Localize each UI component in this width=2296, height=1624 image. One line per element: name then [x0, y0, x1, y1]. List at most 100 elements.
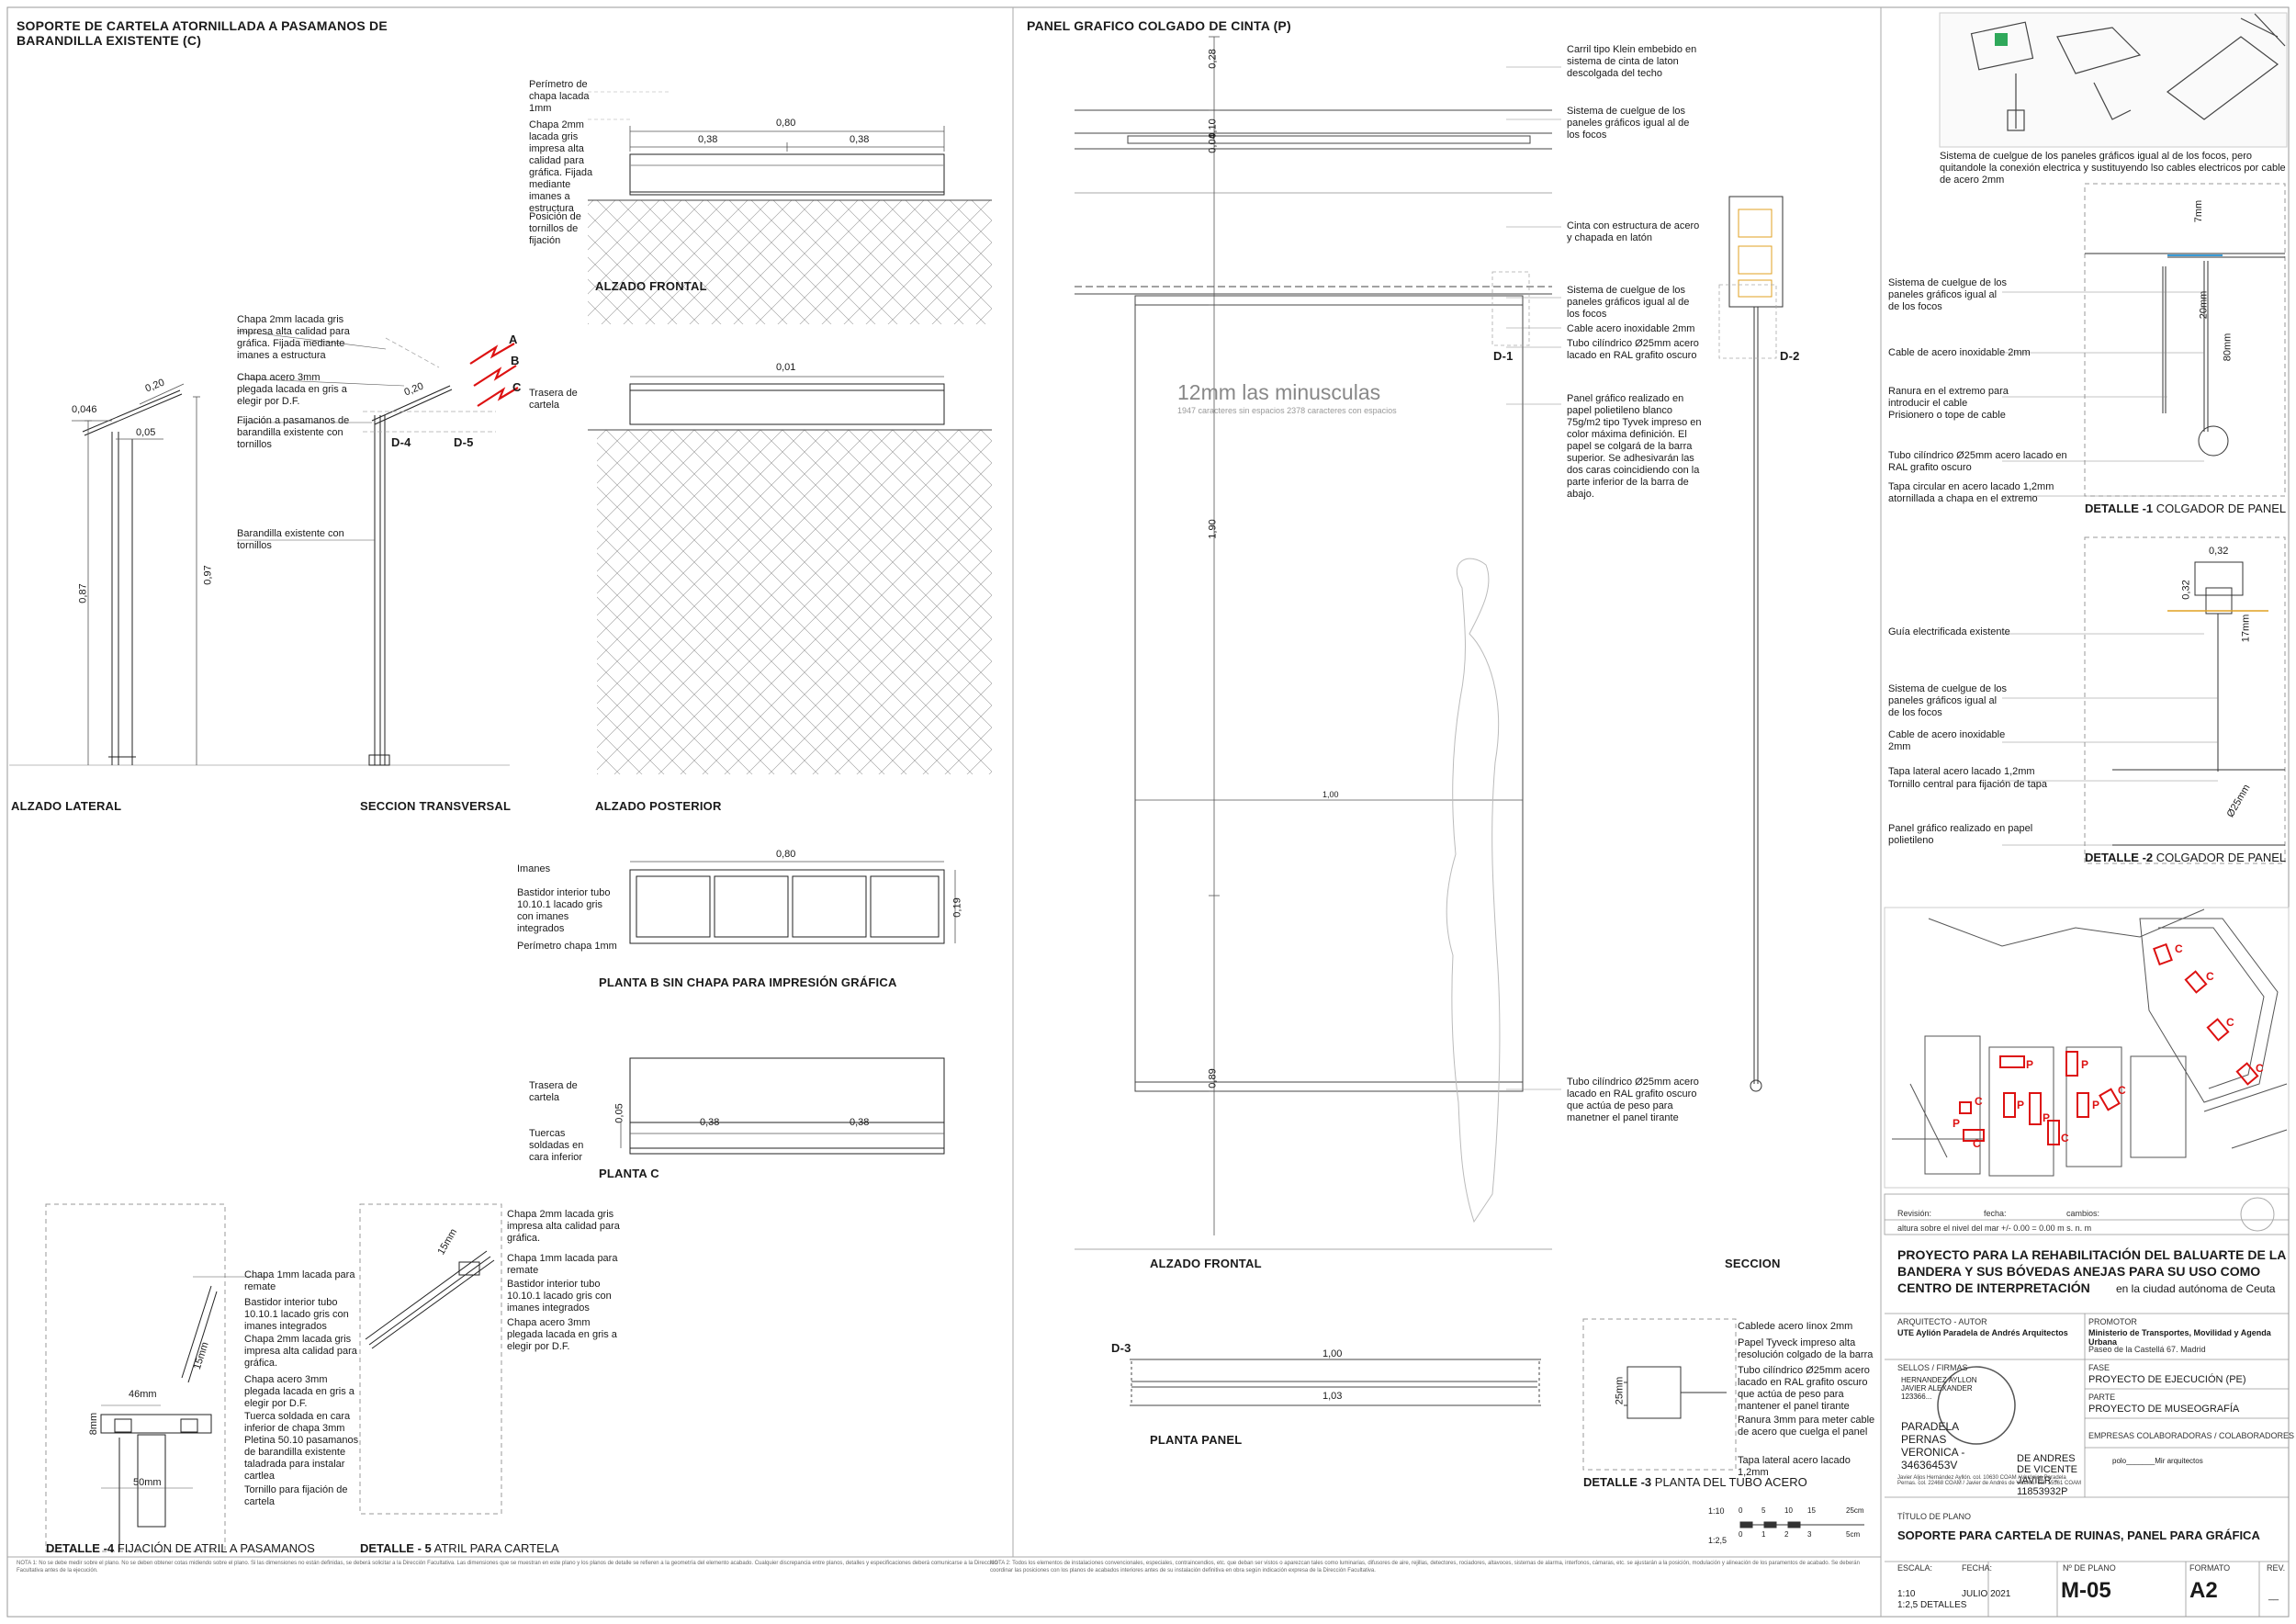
scale-tick: 15	[1807, 1506, 1816, 1515]
note-chapa-frontal: Chapa 2mm lacada gris impresa alta calid…	[529, 119, 593, 214]
tb-promotor-label: PROMOTOR	[2088, 1317, 2137, 1326]
tb-promotor: Ministerio de Transportes, Movilidad y A…	[2088, 1328, 2271, 1347]
mark-b: B	[511, 354, 520, 367]
signature-2: PARADELA PERNAS VERONICA - 34636453V	[1901, 1420, 1965, 1472]
note-tubo-peso: Tubo cilíndrico Ø25mm acero lacado en RA…	[1567, 1077, 1699, 1123]
note-perimetro-chapa: Perímetro chapa 1mm	[517, 941, 617, 952]
dim-004: 0,04	[1207, 133, 1219, 153]
note-d4-chapa-acero: Chapa acero 3mm plegada lacada en gris a…	[244, 1374, 355, 1409]
project-title-line3: CENTRO DE INTERPRETACIÓN	[1897, 1280, 2090, 1295]
tb-rev: __	[2268, 1591, 2279, 1601]
tb-nplano: M-05	[2061, 1578, 2111, 1603]
map-tag-p: P	[2017, 1099, 2025, 1111]
note-imanes: Imanes	[517, 863, 551, 874]
note-d4-tuerca: Tuerca soldada en cara inferior de chapa…	[244, 1411, 351, 1434]
note-d4-chapa-remate: Chapa 1mm lacada para remate	[244, 1269, 355, 1292]
tb-fecha-label-2: FECHA:	[1962, 1563, 1993, 1573]
dim-028: 0,28	[1207, 49, 1219, 69]
mark-d1: D-1	[1493, 349, 1514, 363]
tb-empresas: polo_______Mir arquitectos	[2112, 1457, 2203, 1465]
tb-parte: PROYECTO DE MUSEOGRAFÍA	[2088, 1404, 2240, 1415]
note-bastidor: Bastidor interior tubo 10.10.1 lacado gr…	[517, 887, 611, 934]
note-tuercas: Tuercas soldadas en cara inferior	[529, 1128, 584, 1163]
tb-parte-label: PARTE	[2088, 1393, 2116, 1402]
note-chapa-acero: Chapa acero 3mm plegada lacada en gris a…	[237, 372, 347, 407]
dim-080-planta-b: 0,80	[776, 849, 796, 860]
note-d1-cable: Cable de acero inoxidable 2mm	[1888, 347, 2031, 358]
tb-escala-label: ESCALA:	[1897, 1563, 1933, 1573]
label-detalle-3: DETALLE -3 PLANTA DEL TUBO ACERO	[1583, 1475, 1807, 1489]
note-trasera-c: Trasera de cartela	[529, 1080, 578, 1103]
tb-formato-label: FORMATO	[2189, 1563, 2231, 1573]
note-d1-sistema: Sistema de cuelgue de los paneles gráfic…	[1888, 277, 2008, 312]
tb-rev-label: REV.	[2267, 1563, 2286, 1573]
tb-sellos-label: SELLOS / FIRMAS	[1897, 1363, 1968, 1372]
dim-089: 0,89	[1207, 1068, 1219, 1088]
map-tag-p: P	[2081, 1058, 2089, 1071]
note-d3-tubo: Tubo cilíndrico Ø25mm acero lacado en RA…	[1738, 1365, 1870, 1412]
big-sample-text: 12mm las minusculas	[1177, 380, 1381, 404]
dim-190: 1,90	[1207, 519, 1219, 539]
note-sistema-cuelgue-top: Sistema de cuelgue de los paneles gráfic…	[1940, 151, 2286, 186]
project-title-line1: PROYECTO PARA LA REHABILITACIÓN DEL BALU…	[1897, 1247, 2287, 1262]
nota-2: NOTA 2: Todos los elementos de instalaci…	[990, 1561, 1860, 1573]
mark-d5: D-5	[454, 435, 474, 449]
dim-17mm: 17mm	[2240, 614, 2252, 643]
scale-tick: 10	[1784, 1506, 1793, 1515]
dim-097: 0,97	[202, 565, 214, 585]
note-d4-bastidor: Bastidor interior tubo 10.10.1 lacado gr…	[244, 1297, 349, 1332]
signature-names: Javier Aljos Hernández Ayllón. col. 1063…	[1897, 1475, 2081, 1486]
note-d5-chapa-acero: Chapa acero 3mm plegada lacada en gris a…	[507, 1317, 617, 1352]
tb-promotor-addr: Paseo de la Castellá 67. Madrid	[2088, 1345, 2206, 1354]
dim-001: 0,01	[776, 362, 796, 373]
label-detalle-1: DETALLE -1 COLGADOR DE PANEL	[2085, 502, 2287, 515]
note-d4-tornillo: Tornillo para fijación de cartela	[244, 1484, 348, 1507]
note-d2-tapa: Tapa lateral acero lacado 1,2mm	[1888, 766, 2035, 777]
note-d3-papel: Papel Tyveck impreso alta resolución col…	[1738, 1337, 1874, 1360]
dim-005-c: 0,05	[613, 1103, 625, 1123]
note-d2-cable: Cable de acero inoxidable 2mm	[1888, 729, 2006, 752]
map-tag-c: C	[2175, 942, 2183, 955]
note-panel-grafico: Panel gráfico realizado en papel polieti…	[1567, 393, 1702, 500]
dim-25mm: 25mm	[1614, 1376, 1626, 1405]
label-detalle-2: DETALLE -2 COLGADOR DE PANEL	[2085, 851, 2287, 864]
dim-005: 0,05	[136, 427, 156, 438]
note-sistema-cuelgue-2: Sistema de cuelgue de los paneles gráfic…	[1567, 285, 1690, 320]
tb-fase: PROYECTO DE EJECUCIÓN (PE)	[2088, 1374, 2246, 1385]
note-d2-tornillo: Tornillo central para fijación de tapa	[1888, 779, 2048, 790]
dim-038-d: 0,38	[850, 1117, 870, 1128]
map-tag-c: C	[1975, 1095, 1983, 1108]
tb-titulo-label: TÍTULO DE PLANO	[1897, 1512, 1972, 1521]
tb-fase-label: FASE	[2088, 1363, 2110, 1372]
mark-c: C	[512, 380, 522, 394]
dim-087: 0,87	[77, 583, 89, 603]
dim-8mm: 8mm	[88, 1412, 100, 1436]
note-d5-chapa-2mm: Chapa 2mm lacada gris impresa alta calid…	[507, 1209, 620, 1244]
mark-d3: D-3	[1111, 1341, 1131, 1355]
label-alzado-lateral: ALZADO LATERAL	[11, 799, 122, 813]
tb-revision-label: Revisión:	[1897, 1209, 1932, 1218]
tb-formato: A2	[2189, 1578, 2218, 1603]
tb-arquitecto-label: ARQUITECTO - AUTOR	[1897, 1317, 1987, 1326]
scale-tick: 5cm	[1846, 1530, 1861, 1539]
tb-escala-2: 1:2,5 DETALLES	[1897, 1600, 1967, 1610]
scale-1-2-5: 1:2,5	[1708, 1536, 1728, 1545]
title-soporte-line2: BARANDILLA EXISTENTE (C)	[17, 33, 202, 48]
scale-tick: 0	[1739, 1530, 1743, 1539]
mark-d2: D-2	[1780, 349, 1800, 363]
dim-20mm: 20mm	[2198, 290, 2210, 320]
label-planta-panel: PLANTA PANEL	[1150, 1433, 1243, 1447]
tb-escala: 1:10	[1897, 1589, 1916, 1599]
note-cinta-acero: Cinta con estructura de acero y chapada …	[1567, 220, 1700, 243]
note-d1-tapa: Tapa circular en acero lacado 1,2mm ator…	[1888, 481, 2054, 504]
scale-tick: 3	[1807, 1530, 1812, 1539]
dim-038-c: 0,38	[700, 1117, 720, 1128]
dim-46mm: 46mm	[129, 1389, 157, 1400]
map-tag-p: P	[2092, 1099, 2100, 1111]
dim-80mm: 80mm	[2222, 333, 2234, 362]
note-d3-ranura: Ranura 3mm para meter cable de acero que…	[1738, 1415, 1875, 1438]
tb-fecha-label: fecha:	[1984, 1209, 2007, 1218]
tb-empresas-label: EMPRESAS COLABORADORAS / COLABORADORES	[2088, 1431, 2295, 1440]
map-tag-c: C	[2226, 1016, 2234, 1029]
